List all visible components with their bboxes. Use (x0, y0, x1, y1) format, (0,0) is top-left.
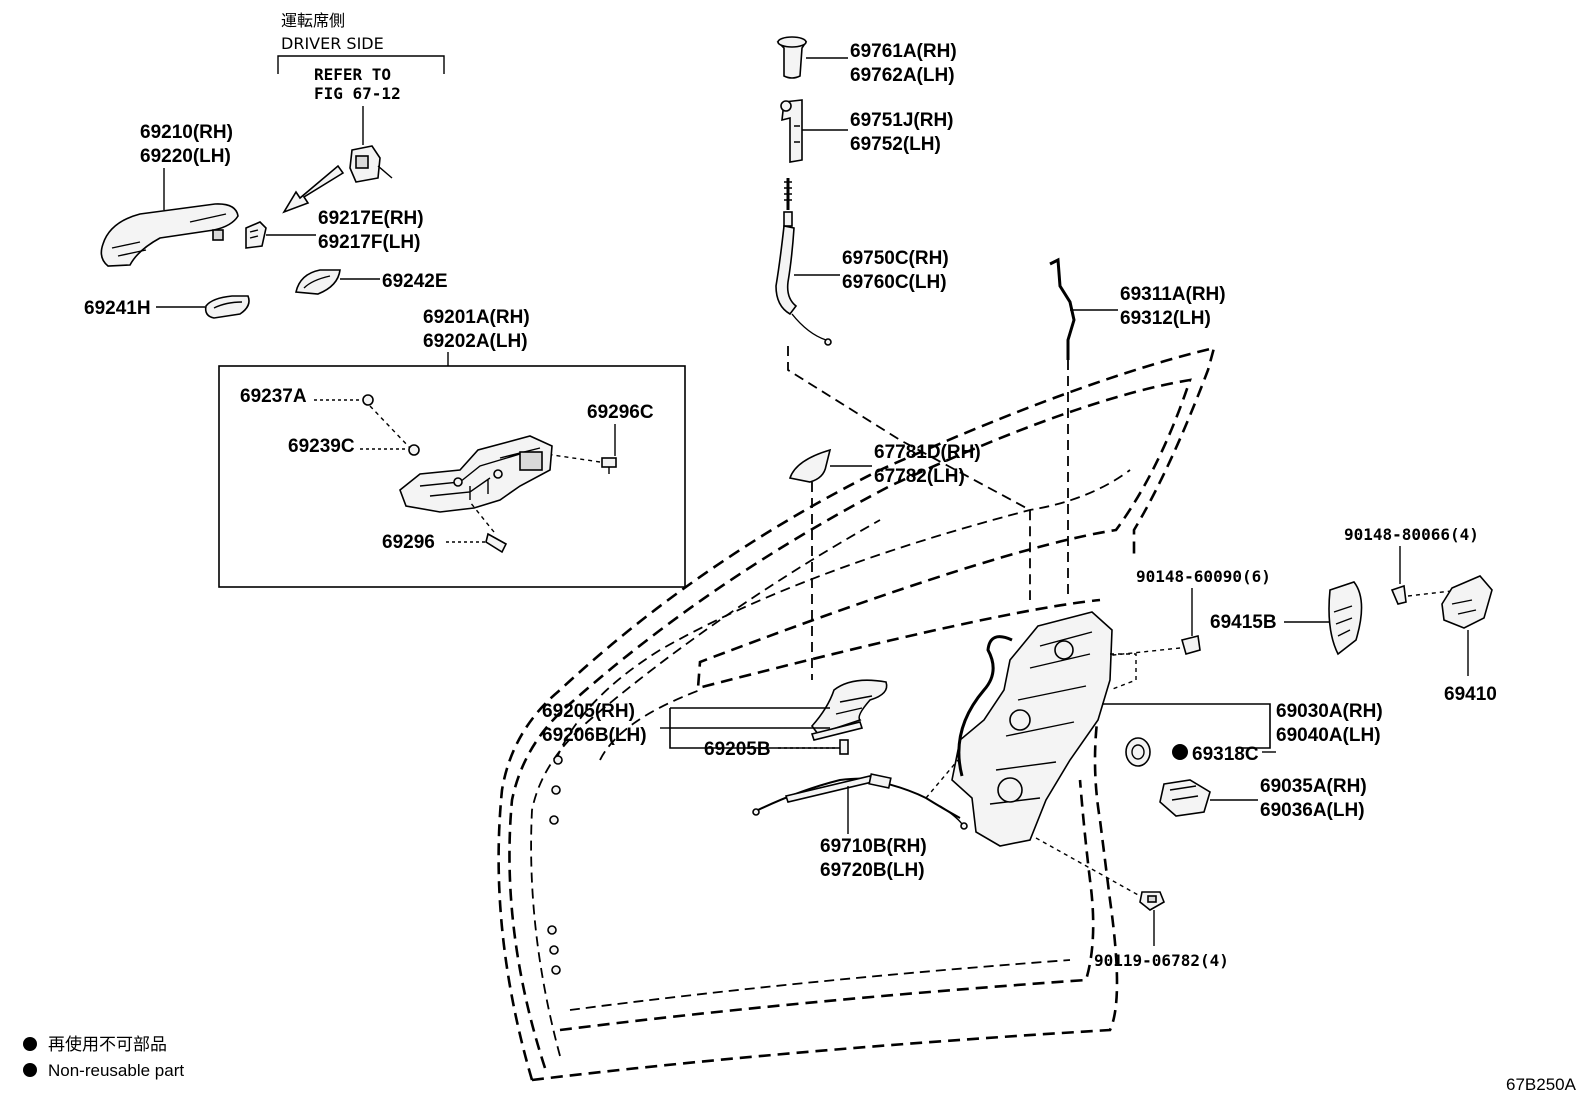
part-label-69296C: 69296C (587, 402, 654, 423)
bolt-90119-part (1139, 891, 1166, 911)
part-label-69239C: 69239C (288, 436, 355, 457)
part-label-90119-06782: 90119-06782(4) (1094, 951, 1229, 970)
door-lock-assembly-part (951, 611, 1113, 847)
part-label-69030A: 69030A(RH) (1276, 701, 1383, 722)
screw-90148-80066-part (1390, 584, 1407, 605)
part-label-69318C: 69318C (1192, 744, 1259, 765)
door-frame-outline (497, 346, 1216, 1082)
screw-69296C-part (601, 457, 617, 474)
part-label-69296: 69296 (382, 532, 435, 553)
part-label-69760C: 69760C(LH) (842, 272, 947, 293)
part-label-69410: 69410 (1444, 684, 1497, 705)
part-label-69206B: 69206B(LH) (542, 725, 647, 746)
lock-cover-part (1328, 581, 1363, 656)
handle-frame-part (399, 435, 553, 513)
handle-pad-lower-part (204, 295, 250, 319)
lock-motor-cover-part (1159, 779, 1211, 817)
screw-69296-part (485, 532, 508, 554)
part-label-69202A: 69202A(LH) (423, 331, 528, 352)
figure-reference-label: FIG 67-12 (314, 84, 401, 103)
part-label-69312: 69312(LH) (1120, 308, 1211, 329)
non-reusable-marker (1172, 744, 1188, 760)
inner-handle-cable-part (752, 773, 968, 830)
frame-assembly-box (218, 365, 686, 588)
handle-pad-upper-part (295, 269, 341, 295)
outside-handle-part (100, 203, 239, 267)
lock-rod-part (1049, 257, 1076, 360)
part-label-69040A: 69040A(LH) (1276, 725, 1381, 746)
driver-side-note: 運転席側 DRIVER SIDE REFER TO FIG 67-12 (277, 11, 445, 145)
part-label-67782: 67782(LH) (874, 466, 965, 487)
cable-leader (787, 346, 1031, 600)
clip-69237A-part (362, 394, 374, 406)
legend: 再使用不可部品 Non-reusable part (23, 1034, 184, 1080)
driver-side-bracket (277, 55, 445, 74)
part-label-69761A: 69761A(RH) (850, 41, 957, 62)
part-label-69220: 69220(LH) (140, 146, 231, 167)
striker-base-part (1441, 575, 1493, 629)
figure-code: 67B250A (1506, 1075, 1577, 1094)
part-label-69720B: 69720B(LH) (820, 860, 925, 881)
legend-label-jp: 再使用不可部品 (48, 1034, 167, 1054)
part-label-69217E: 69217E(RH) (318, 208, 424, 229)
part-label-69237A: 69237A (240, 386, 307, 407)
handle-cap-part (245, 221, 267, 249)
part-label-69750C: 69750C(RH) (842, 248, 949, 269)
part-label-67781D: 67781D(RH) (874, 442, 981, 463)
seal-ring-part (1125, 737, 1151, 767)
legend-label-en: Non-reusable part (48, 1061, 184, 1080)
legend-bullet-en (23, 1063, 37, 1077)
lock-rod-bracket-part (780, 99, 803, 163)
refer-to-label: REFER TO (314, 65, 391, 84)
part-label-69762A: 69762A(LH) (850, 65, 955, 86)
part-label-69210: 69210(RH) (140, 122, 233, 143)
part-label-69205B: 69205B (704, 739, 771, 760)
handle-clip-part (839, 739, 849, 755)
clip-69239C-part (408, 444, 420, 456)
part-label-69415B: 69415B (1210, 612, 1277, 633)
part-label-69035A: 69035A(RH) (1260, 776, 1367, 797)
part-label-69751J: 69751J(RH) (850, 110, 954, 131)
part-label-69036A: 69036A(LH) (1260, 800, 1365, 821)
part-label-69242E: 69242E (382, 271, 448, 292)
part-label-69217F: 69217F(LH) (318, 232, 420, 253)
part-label-69311A: 69311A(RH) (1120, 284, 1226, 305)
lock-cylinder-cover-part (776, 36, 808, 79)
screw-90148-60090-part (1181, 635, 1201, 655)
direction-arrow (282, 164, 345, 214)
part-label-69205: 69205(RH) (542, 701, 635, 722)
key-cylinder-part (349, 145, 393, 183)
driver-side-en-label: DRIVER SIDE (281, 34, 384, 53)
part-label-69201A: 69201A(RH) (423, 307, 530, 328)
inner-handle-cover-part (788, 448, 832, 483)
part-label-90148-80066: 90148-80066(4) (1344, 525, 1479, 544)
lock-cable-part (775, 178, 832, 346)
legend-bullet-jp (23, 1037, 37, 1051)
part-label-69241H: 69241H (84, 298, 151, 319)
part-label-90148-60090: 90148-60090(6) (1136, 567, 1271, 586)
driver-side-jp-label: 運転席側 (281, 11, 345, 30)
part-label-69710B: 69710B(RH) (820, 836, 927, 857)
part-label-69752: 69752(LH) (850, 134, 941, 155)
inner-handle-part (810, 679, 888, 741)
